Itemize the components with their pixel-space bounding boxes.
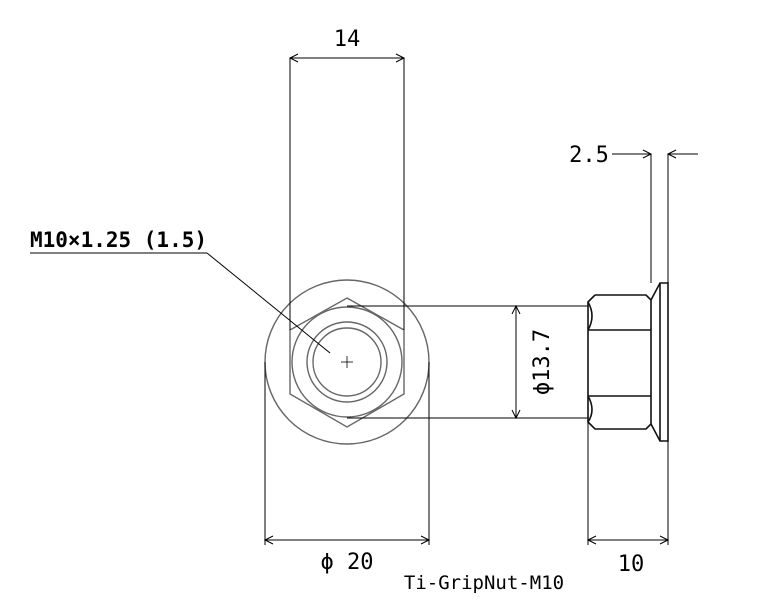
dim-flange-thickness-text: 2.5 <box>569 143 609 168</box>
bore-inner-circle <box>312 327 382 397</box>
bore-outer-circle <box>306 321 388 403</box>
side-view <box>587 282 669 442</box>
dim-hex-width-text: 14 <box>334 27 361 52</box>
flange-profile <box>650 282 669 442</box>
thread-callout: M10×1.25 (1.5) <box>30 228 331 354</box>
dim-flange-thickness: 2.5 <box>569 143 698 283</box>
hex-profile <box>587 294 652 430</box>
dim-flange-diameter-text: ϕ 20 <box>321 550 374 575</box>
dim-seat-diameter: ϕ13.7 <box>347 304 588 420</box>
dim-height: 10 <box>586 422 670 577</box>
dim-height-text: 10 <box>618 552 645 577</box>
dim-flange-diameter: ϕ 20 <box>263 362 431 575</box>
part-name: Ti-GripNut-M10 <box>404 572 564 594</box>
dim-seat-diameter-text: ϕ13.7 <box>530 329 555 395</box>
thread-callout-text: M10×1.25 (1.5) <box>30 228 207 252</box>
dim-hex-width: 14 <box>288 27 406 330</box>
hex-inner-circle <box>291 306 403 418</box>
